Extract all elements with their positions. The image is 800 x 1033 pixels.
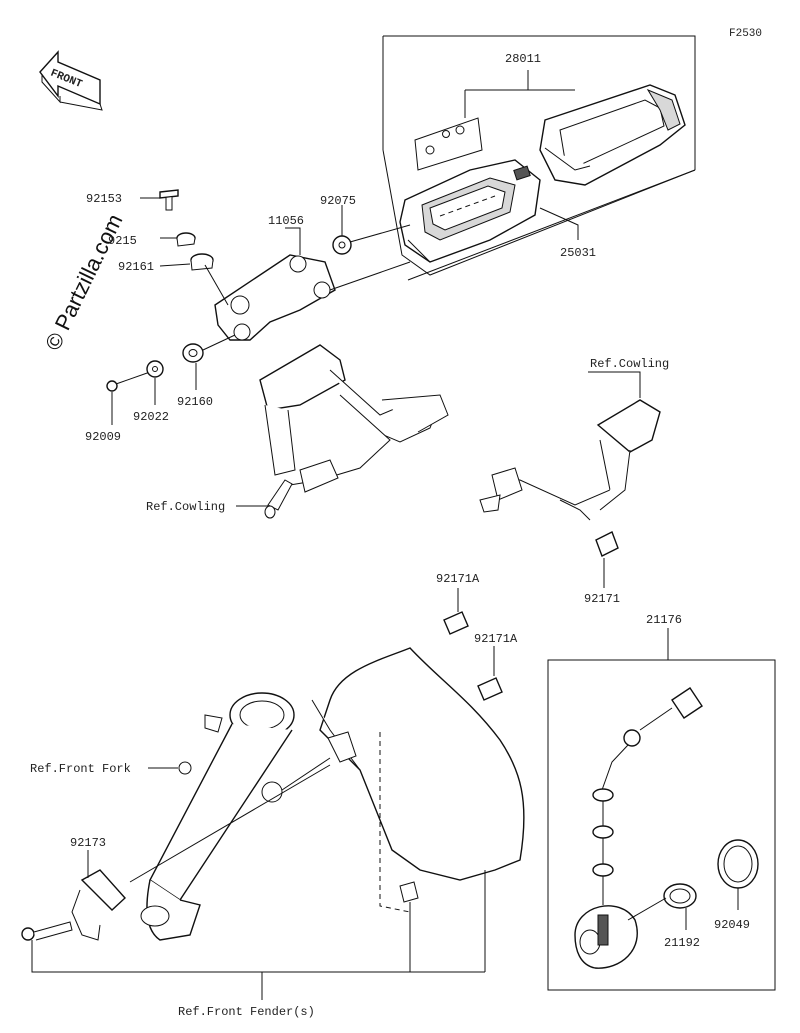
label-92160[interactable]: 92160 [177,395,213,409]
label-92009[interactable]: 92009 [85,430,121,444]
meter-box-outline [382,149,696,276]
label-92075[interactable]: 92075 [320,194,356,208]
clip-92171A-bottom[interactable] [477,677,503,701]
front-fork-tube[interactable] [140,692,295,941]
meter-unit-28011[interactable] [399,159,541,263]
meter-assembly-group: 28011 25031 [382,35,696,281]
sensor-21176[interactable] [574,687,703,969]
right-bracket-group: Ref.Cowling 92171 [479,357,669,606]
washer-92075[interactable] [332,235,352,255]
ref-cowling-right[interactable]: Ref.Cowling [590,357,669,371]
guard-92173[interactable] [71,869,126,941]
label-92153[interactable]: 92153 [86,192,122,206]
label-92161[interactable]: 92161 [118,260,154,274]
label-92022[interactable]: 92022 [133,410,169,424]
ref-cowling-left[interactable]: Ref.Cowling [146,500,225,514]
front-fender[interactable] [311,647,525,913]
bracket-11056[interactable] [214,254,336,341]
label-9215[interactable]: 9215 [108,234,137,248]
ref-front-fender[interactable]: Ref.Front Fender(s) [178,1005,315,1019]
clip-92171[interactable] [595,531,619,557]
label-92173[interactable]: 92173 [70,836,106,850]
label-92171A-2[interactable]: 92171A [474,632,518,646]
front-arrow-icon: FRONT [39,50,103,111]
oring-92049[interactable] [717,839,759,889]
grommet-92153[interactable] [159,189,179,211]
label-28011[interactable]: 28011 [505,52,541,66]
figure-id: F2530 [729,28,762,40]
label-21176[interactable]: 21176 [646,613,682,627]
label-92171[interactable]: 92171 [584,592,620,606]
bolt-92009[interactable] [106,371,151,392]
label-92049[interactable]: 92049 [714,918,750,932]
sensor-box-outline [547,659,776,991]
collar-92153b[interactable] [176,232,196,247]
cowling-stay-right[interactable] [479,399,661,521]
screw-kit [414,117,483,171]
meter-cover-25031[interactable] [539,84,686,186]
sensor-assembly-group: 21176 21192 92049 [547,613,776,991]
clip-92171A-top[interactable] [443,611,469,635]
meter-bracket-group: 92153 9215 92161 11056 [85,189,449,519]
label-21192[interactable]: 21192 [664,936,700,950]
damper-92161[interactable] [190,253,214,271]
ref-front-fork[interactable]: Ref.Front Fork [30,762,131,776]
seal-21192[interactable] [663,883,697,909]
damper-92160[interactable] [182,343,204,363]
washer-92022[interactable] [146,360,164,378]
label-25031[interactable]: 25031 [560,246,596,260]
cowling-stay-left[interactable] [259,344,449,519]
label-11056[interactable]: 11056 [268,214,304,228]
label-92171A-1[interactable]: 92171A [436,572,480,586]
screw-fender[interactable] [21,921,73,941]
partzilla-watermark: © Partzilla.com [40,210,127,354]
